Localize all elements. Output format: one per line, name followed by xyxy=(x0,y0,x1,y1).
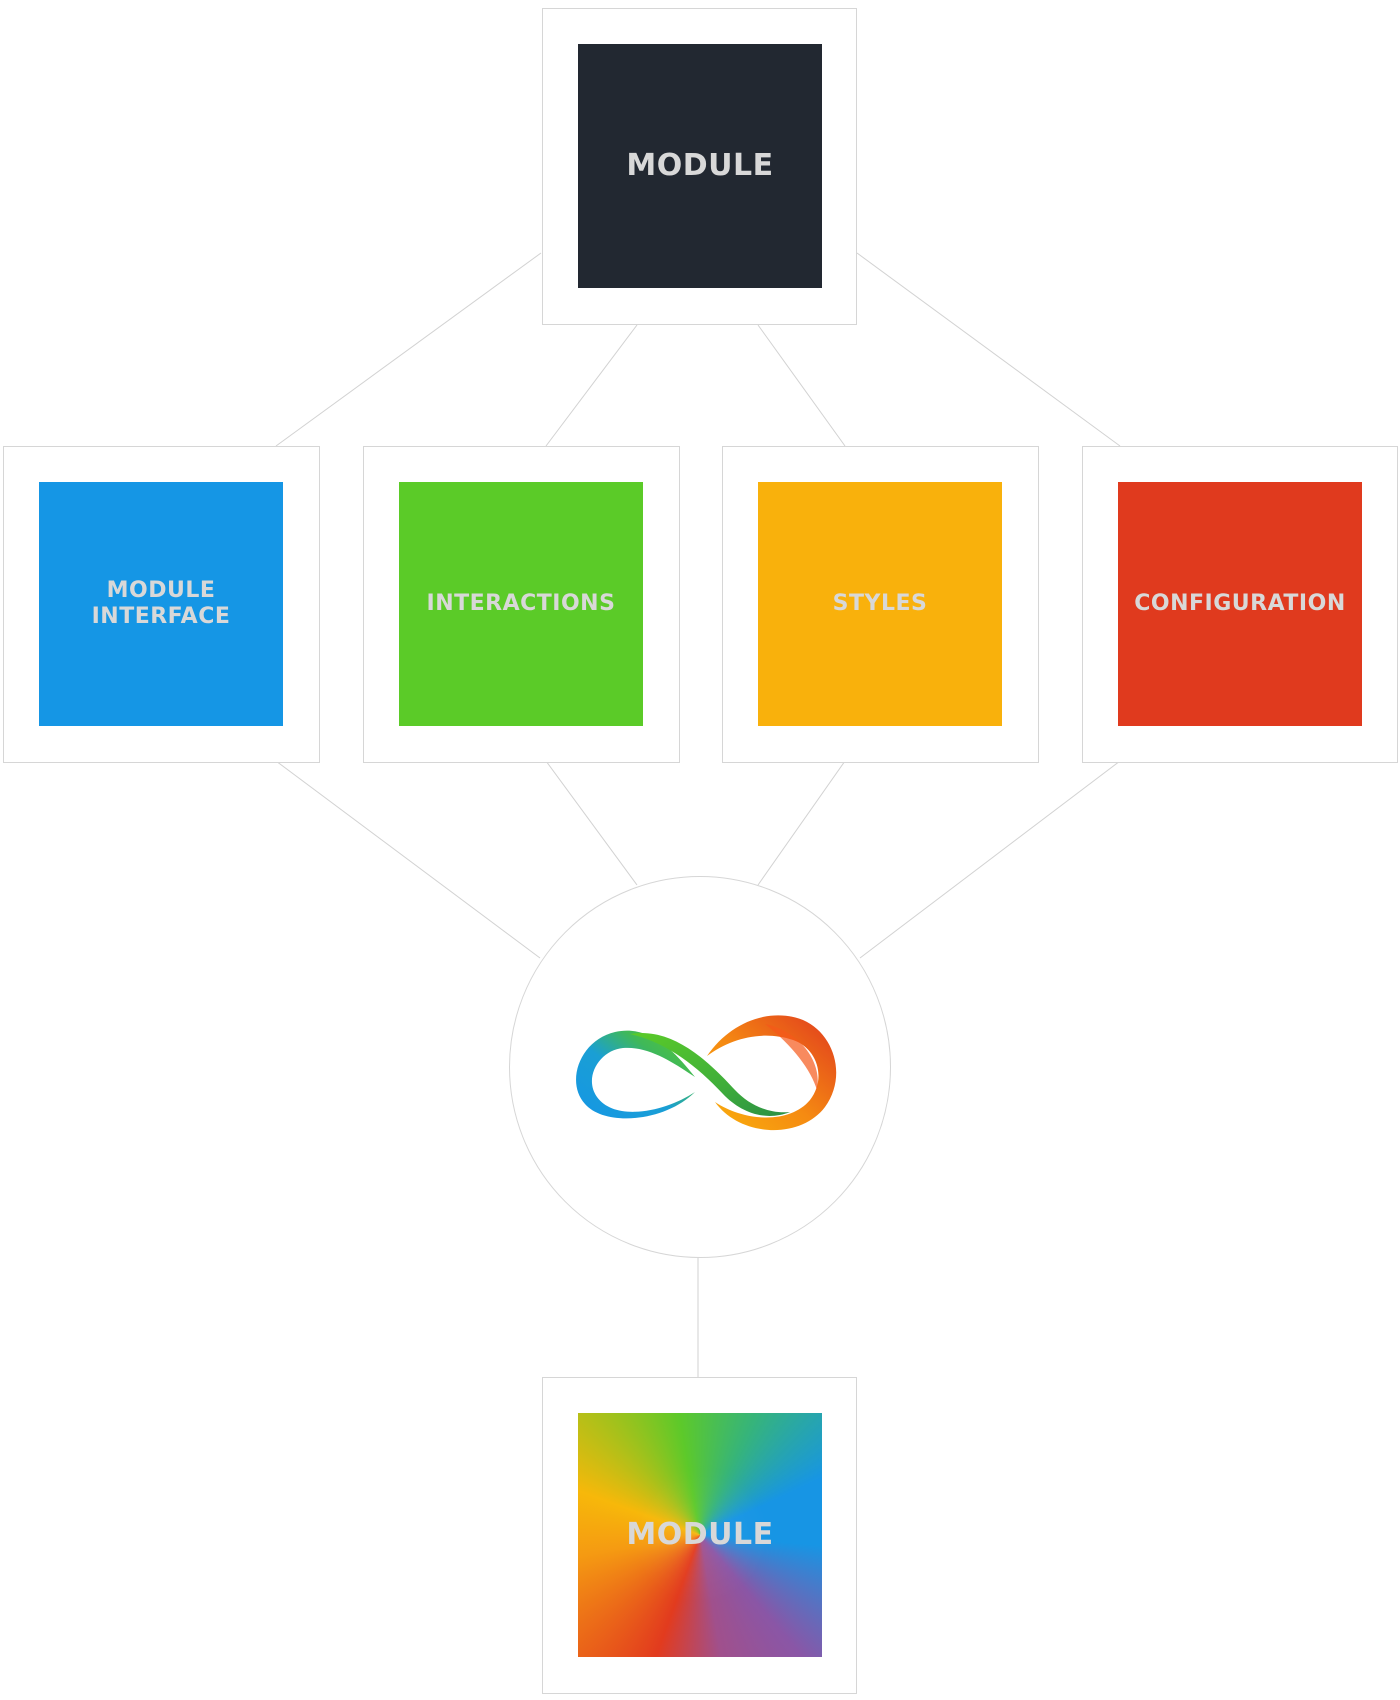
bottom-module-frame: MODULE xyxy=(542,1377,857,1694)
component-label: STYLES xyxy=(832,590,928,616)
component-frame-interactions: INTERACTIONS xyxy=(363,446,680,763)
bottom-module-label: MODULE xyxy=(626,1517,774,1552)
connector-line xyxy=(545,324,638,447)
connector-line xyxy=(545,760,638,886)
component-frame-styles: STYLES xyxy=(722,446,1039,763)
component-frame-module-interface: MODULE INTERFACE xyxy=(3,446,320,763)
component-label: MODULE INTERFACE xyxy=(91,577,231,629)
top-module-frame: MODULE xyxy=(542,8,857,325)
connector-line xyxy=(757,760,846,886)
top-module-tile: MODULE xyxy=(578,44,822,288)
connector-line xyxy=(275,252,542,447)
bottom-module-tile: MODULE xyxy=(578,1413,822,1657)
top-module-label: MODULE xyxy=(626,148,774,183)
component-tile-configuration: CONFIGURATION xyxy=(1118,482,1362,726)
component-tile-styles: STYLES xyxy=(758,482,1002,726)
connector-line xyxy=(757,324,846,447)
component-tile-interactions: INTERACTIONS xyxy=(399,482,643,726)
component-frame-configuration: CONFIGURATION xyxy=(1082,446,1398,763)
component-label: INTERACTIONS xyxy=(426,590,616,616)
infinity-icon xyxy=(576,1015,837,1131)
connector-line xyxy=(275,760,541,959)
hub-circle xyxy=(509,876,891,1258)
component-label: CONFIGURATION xyxy=(1134,590,1346,616)
connector-line xyxy=(859,760,1121,959)
connector-line xyxy=(856,252,1121,447)
component-tile-module-interface: MODULE INTERFACE xyxy=(39,482,283,726)
